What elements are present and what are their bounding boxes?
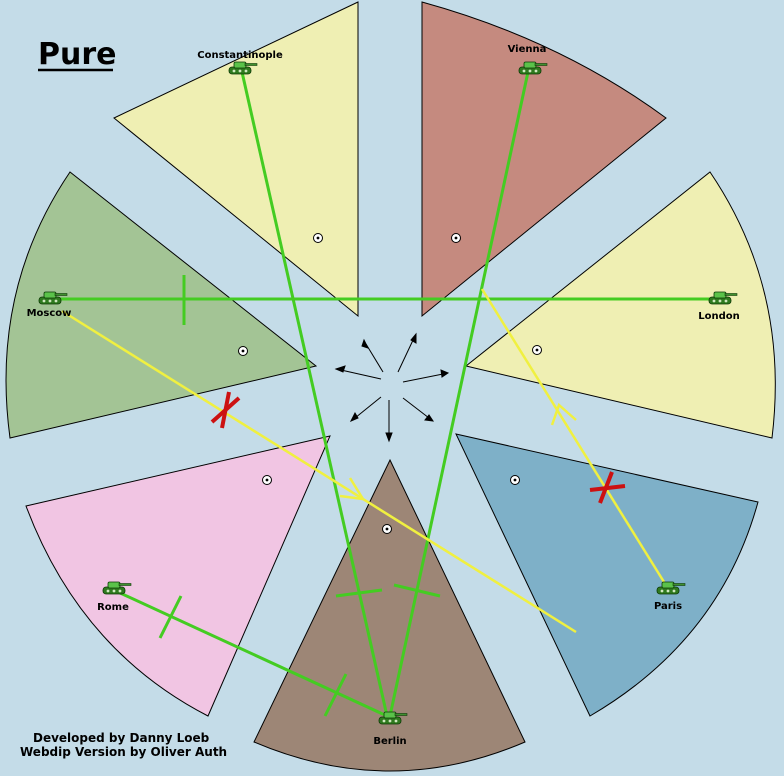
label-vienna: Vienna <box>508 44 547 55</box>
fail-mark-paris-b <box>598 471 614 504</box>
territory-rome[interactable] <box>25 435 331 717</box>
support-line-rome-berlin <box>117 590 388 718</box>
support-tick-constantinople-berlin <box>335 588 383 598</box>
territory-london[interactable] <box>464 171 776 439</box>
move-line-paris-london <box>480 288 666 583</box>
map-title: Pure <box>38 37 117 72</box>
fail-mark-moscow-b <box>220 391 231 429</box>
move-orders <box>61 288 666 634</box>
territory-constantinople[interactable] <box>113 1 359 318</box>
failed-marks <box>210 391 626 504</box>
credit-webdip: Webdip Version by Oliver Auth <box>20 745 227 759</box>
supply-center-berlin <box>382 524 392 534</box>
supply-center-london <box>532 345 542 355</box>
supply-center-vienna <box>451 233 461 243</box>
label-constantinople: Constantinople <box>197 50 283 61</box>
territory-berlin[interactable] <box>253 458 526 772</box>
support-tick-rome-berlin-2 <box>323 673 348 717</box>
supply-center-rome <box>262 475 272 485</box>
support-tick-rome-berlin <box>158 595 183 639</box>
support-line-vienna-berlin <box>388 71 530 717</box>
label-rome: Rome <box>97 602 129 613</box>
territory-paris[interactable] <box>455 433 759 717</box>
supply-center-constantinople <box>313 233 323 243</box>
supply-center-paris <box>510 475 520 485</box>
credit-developer: Developed by Danny Loeb <box>33 731 210 745</box>
move-line-moscow-paris <box>61 309 577 634</box>
center-arrows <box>334 332 450 443</box>
support-orders <box>52 71 718 718</box>
label-moscow: Moscow <box>27 308 72 319</box>
support-line-constantinople-berlin <box>240 71 389 717</box>
territory-moscow[interactable] <box>5 171 318 439</box>
label-london: London <box>698 311 740 322</box>
label-paris: Paris <box>654 601 682 612</box>
support-tick-vienna-berlin <box>393 583 441 598</box>
move-arrowhead-paris-london <box>550 402 577 426</box>
supply-center-moscow <box>238 346 248 356</box>
label-berlin: Berlin <box>373 736 406 747</box>
territory-vienna[interactable] <box>421 1 667 318</box>
move-arrowhead-moscow-paris <box>339 477 366 501</box>
